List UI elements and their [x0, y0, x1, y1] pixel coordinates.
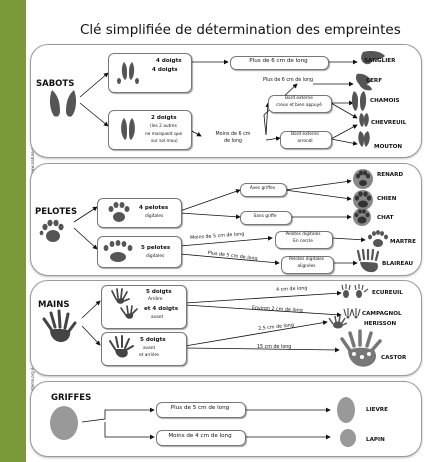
box-griffes-plus5 — [156, 402, 246, 418]
mains-box2-line2: avant — [143, 346, 156, 351]
hoof-print-icon — [49, 90, 77, 117]
rabbit-print-icon — [340, 429, 356, 447]
sabots-moins6-line1: Moins de 6 cm — [215, 132, 251, 137]
mains-campagnol: CAMPAGNOL — [362, 311, 402, 317]
sabots-sanglier: SANGLIER — [364, 58, 396, 64]
sabots-two-toes-line1: 2 doigts — [151, 115, 177, 121]
sabots-bord-arrondi-line1: Bord externe — [291, 132, 319, 137]
sabots-two-toes-line2: (les 2 autres — [150, 124, 177, 129]
box-four-toes — [108, 53, 192, 93]
mains-ecureuil: ECUREUIL — [372, 290, 403, 296]
box-digit-cercle — [275, 231, 333, 249]
sabots-four-toes-line2: 4 doigts — [152, 67, 178, 73]
pelotes-digit-cercle-line1: Pelotes digitales — [285, 232, 321, 237]
box-plus6-top — [230, 56, 329, 70]
griffes-moins4: Moins de 4 cm de long — [168, 433, 232, 439]
pelotes-blaireau: BLAIREAU — [382, 261, 414, 267]
pelotes-four-line2: digitales — [145, 214, 164, 219]
sabots-chevreuil: CHEVREUIL — [371, 120, 407, 126]
sabots-bord-creux-line1: Bord externe — [285, 96, 313, 101]
box-mains-five-four — [101, 285, 187, 329]
sheep-print-icon — [358, 131, 370, 147]
box-sans-griffe — [240, 211, 292, 225]
pelotes-five-line2: digitales — [146, 254, 165, 259]
pelotes-digit-cercle-line2: En cercle — [293, 239, 313, 244]
sabots-mouton: MOUTON — [374, 144, 403, 150]
page-title: Clé simplifiée de détermination des empr… — [80, 22, 401, 38]
marten-print-icon — [368, 230, 388, 247]
hind-foot-icon — [111, 288, 130, 304]
mains-box1-line1: 5 doigts — [146, 289, 172, 295]
green-sidebar — [0, 0, 26, 462]
deer-print-icon — [355, 73, 372, 91]
four-pads-icon — [108, 202, 130, 222]
squirrel-print-icon — [341, 284, 369, 298]
hand-print-icon — [42, 309, 77, 342]
badger-print-icon — [356, 248, 380, 273]
mains-cm15: 15 cm de long — [257, 345, 292, 350]
sabots-bord-arrondi-line2: arrondi — [297, 139, 313, 144]
griffes-plus5: Plus de 5 cm de long — [170, 405, 230, 411]
box-bord-creux — [268, 95, 332, 113]
dog-print-icon — [353, 190, 373, 210]
sabots-cerf: CERF — [366, 78, 383, 84]
pelotes-five-line1: 5 pelotes — [141, 245, 171, 251]
hedgehog-print-icon — [328, 315, 348, 329]
mains-herisson: HERISSON — [364, 321, 397, 327]
pelotes-sans-griffe: Sans griffe — [253, 214, 277, 219]
boar-print-icon — [361, 51, 385, 65]
label-griffes: GRIFFES — [51, 393, 92, 403]
griffes-lievre: LIEVRE — [366, 407, 388, 413]
sabots-two-toes-line3: ne marquent que — [145, 132, 183, 137]
chamois-print-icon — [351, 91, 367, 111]
pelotes-renard: RENARD — [377, 172, 404, 178]
pelotes-chat: CHAT — [377, 215, 394, 221]
five-pads-icon — [103, 240, 133, 262]
mains-box2-line3: et arrière — [139, 353, 159, 358]
sabots-plus6-top: Plus de 6 cm de long — [249, 58, 308, 64]
pelotes-digit-align-line1: Pelotes digitales — [288, 257, 325, 262]
pelotes-avec-griffes: Avec griffes — [249, 186, 276, 191]
label-mains: MAINS — [38, 300, 70, 310]
mains-box1-line3: et 4 doigts — [144, 306, 179, 312]
sabots-plus6-mid: Plus de 6 cm de long — [263, 78, 314, 83]
label-sabots: SABOTS — [36, 79, 75, 89]
mains-box1-line2: Arrière — [148, 297, 163, 302]
four-toe-hoof-icon — [117, 62, 139, 84]
mains-box1-line4: avant — [151, 315, 164, 320]
mains-box2-line1: 5 doigts — [140, 337, 166, 343]
two-toe-hoof-icon — [121, 118, 135, 140]
box-avec-griffes — [240, 183, 287, 197]
vole-print-icon — [343, 308, 361, 319]
pelotes-chien: CHIEN — [377, 196, 397, 202]
pelotes-four-line1: 4 pelotes — [139, 205, 169, 211]
paw-pad-print-icon — [39, 219, 64, 242]
beaver-print-icon — [340, 329, 382, 367]
roe-deer-print-icon — [359, 113, 369, 127]
sabots-bord-creux-line2: creux et bien appuyé — [276, 103, 322, 108]
cat-print-icon — [353, 208, 371, 226]
pelotes-martre: MARTRE — [390, 239, 416, 245]
hare-print-icon — [337, 397, 355, 423]
pelotes-digit-align-line2: alignées — [297, 264, 316, 269]
fox-print-icon — [353, 169, 373, 189]
sabots-two-toes-line4: sur sol mou) — [151, 139, 178, 144]
griffes-lapin: LAPIN — [366, 437, 385, 443]
sabots-four-toes-line1: 4 doigts — [156, 58, 182, 64]
mains-castor: CASTOR — [381, 355, 407, 361]
fore-foot-icon — [120, 305, 138, 319]
five-finger-foot-icon — [109, 335, 134, 358]
sabots-chamois: CHAMOIS — [370, 98, 400, 104]
rabbit-hare-print-icon — [50, 406, 78, 440]
label-pelotes: PELOTES — [35, 207, 78, 217]
sabots-moins6-line2: de long — [224, 139, 242, 144]
box-four-pads — [97, 198, 182, 228]
box-digit-align — [281, 256, 334, 274]
box-bord-arrondi — [280, 131, 332, 149]
box-griffes-moins4 — [156, 430, 246, 446]
